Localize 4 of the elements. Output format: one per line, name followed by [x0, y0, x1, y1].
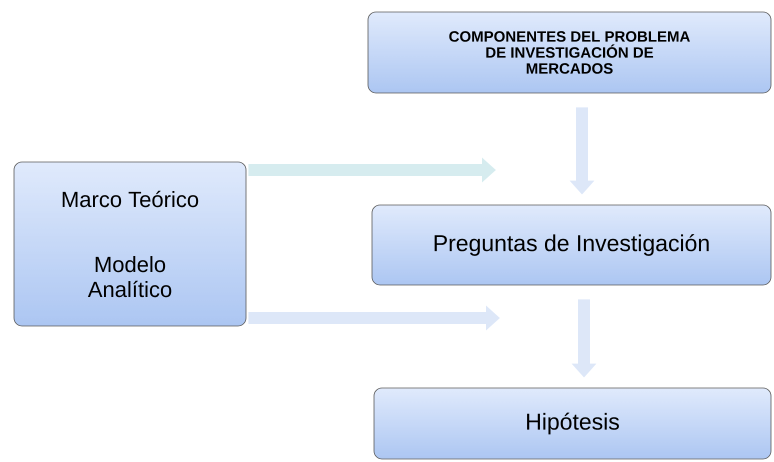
- process-box: Preguntas de Investigación: [372, 204, 772, 286]
- process-box: COMPONENTES DEL PROBLEMA DE INVESTIGACIÓN DE MERCADOS: [368, 12, 772, 94]
- process-box: Marco Teórico Modelo Analítico: [14, 162, 246, 326]
- process-box: Hipótesis: [374, 388, 772, 460]
